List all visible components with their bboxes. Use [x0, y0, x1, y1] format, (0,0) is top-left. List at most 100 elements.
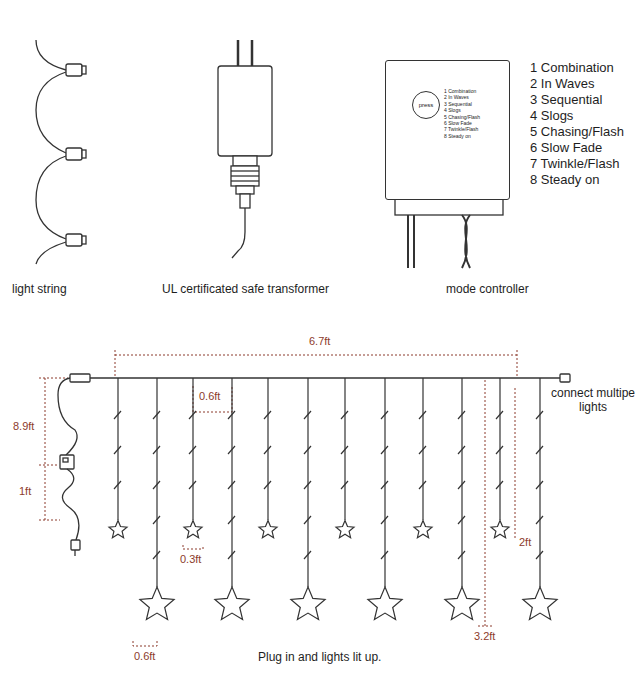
light-strand [215, 587, 249, 620]
transformer [218, 40, 272, 258]
light-string [82, 150, 86, 158]
light-strand [381, 446, 388, 454]
light-strand [496, 446, 503, 454]
transformer [231, 180, 259, 181]
curtain-wiring [74, 550, 75, 556]
transformer [240, 194, 250, 208]
dimension-label: 2ft [518, 536, 532, 549]
mode-name: 8 Steady on [530, 173, 599, 188]
transformer [231, 175, 259, 176]
dimension-lines [183, 545, 203, 549]
controller-housing [462, 215, 470, 268]
light-string [66, 64, 82, 76]
dimension-lines [39, 465, 58, 466]
light-strand [153, 446, 160, 454]
controller-housing [395, 199, 503, 268]
light-strand [491, 521, 509, 538]
mode-name: 6 Slow Fade [530, 141, 602, 156]
light-strand [114, 446, 121, 454]
transformer [232, 208, 245, 258]
light-strand [341, 481, 348, 489]
light-strand [458, 551, 465, 559]
light-strand [264, 411, 271, 419]
light-string [66, 234, 82, 246]
light-strand [304, 446, 311, 454]
light-strand [419, 481, 426, 489]
dimension-lines [515, 388, 516, 540]
dimension-lines [45, 378, 46, 520]
light-strand [264, 481, 271, 489]
controller-housing [413, 215, 415, 268]
light-strand [189, 481, 196, 489]
mode-item: 3 Sequential [444, 101, 480, 107]
controller-housing [395, 199, 503, 215]
dimension-label: 1ft [18, 485, 32, 498]
mode-list: 1 Combination2 In Waves3 Sequential4 Slo… [444, 88, 480, 139]
light-strand [304, 516, 311, 524]
light-strand [536, 481, 543, 489]
light-strand [304, 481, 311, 489]
light-strand [259, 521, 277, 538]
curtain-wiring [60, 455, 74, 469]
light-strand [304, 551, 311, 559]
mode-controller-box: 1 Combination2 In Waves3 Sequential4 Slo… [385, 60, 510, 200]
press-button: press [412, 91, 440, 119]
light-strand [536, 551, 543, 559]
dimension-lines [115, 355, 517, 356]
dimension-label: 3.2ft [473, 630, 496, 643]
light-strand [536, 446, 543, 454]
light-strand [109, 378, 557, 620]
curtain-wiring [90, 377, 560, 378]
light-strand [496, 481, 503, 489]
light-strand [458, 411, 465, 419]
transformer [231, 166, 259, 186]
dimension-label: 0.3ft [179, 553, 202, 566]
light-strand [228, 551, 235, 559]
light-strand [523, 587, 557, 620]
light-strand [381, 411, 388, 419]
mode-name: 5 Chasing/Flash [530, 125, 624, 140]
dimension-lines [478, 626, 492, 627]
transformer [218, 66, 272, 156]
caption: Plug in and lights lit up. [258, 651, 381, 665]
transformer [231, 170, 259, 171]
mode-item: 6 Slow Fade [444, 120, 480, 126]
light-strand [496, 411, 503, 419]
curtain-wiring [63, 458, 68, 462]
connector-note: connect multipe lights [550, 387, 636, 415]
light-strand [381, 481, 388, 489]
light-strand [140, 587, 174, 620]
light-strand [381, 516, 388, 524]
light-strand [381, 551, 388, 559]
caption: mode controller [446, 283, 529, 297]
curtain-wiring [560, 374, 570, 382]
light-strand [419, 411, 426, 419]
transformer [251, 40, 254, 68]
dimension-lines [39, 350, 517, 646]
light-strand [228, 446, 235, 454]
light-strand [114, 411, 121, 419]
mode-item: 4 Slogs [444, 107, 480, 113]
light-strand [536, 411, 543, 419]
curtain-wiring [71, 540, 80, 550]
button-label: press [419, 102, 434, 108]
mode-item: 8 Steady on [444, 133, 480, 139]
light-strand [184, 521, 202, 538]
curtain-wiring [62, 469, 78, 540]
curtain-wiring [70, 374, 90, 382]
curtain-wiring [58, 374, 570, 556]
light-strand [153, 516, 160, 524]
transformer [237, 40, 240, 68]
light-strand [458, 446, 465, 454]
mode-name: 3 Sequential [530, 93, 602, 108]
light-string [82, 66, 86, 74]
mode-name: 1 Combination [530, 61, 614, 76]
light-string [36, 40, 66, 264]
light-strand [304, 411, 311, 419]
caption: light string [12, 283, 67, 297]
light-strand [228, 516, 235, 524]
dimension-lines [133, 641, 157, 646]
dimension-label: 0.6ft [198, 390, 221, 403]
light-strand [228, 411, 235, 419]
light-strand [458, 516, 465, 524]
